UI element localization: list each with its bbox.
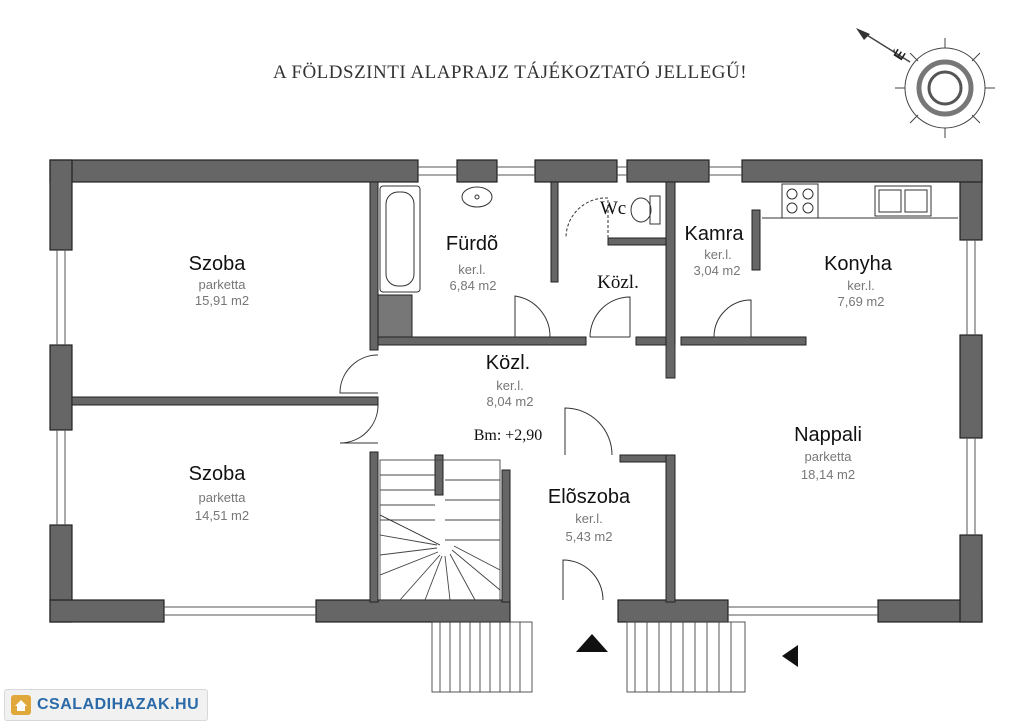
room-floor: parketta xyxy=(199,490,247,505)
room-name: Szoba xyxy=(189,463,247,485)
room-area: 15,91 m2 xyxy=(195,293,249,308)
room-floor: ker.l. xyxy=(496,378,523,393)
section-mark xyxy=(782,645,798,667)
windows xyxy=(56,166,976,616)
plan-title: A FÖLDSZINTI ALAPRAJZ TÁJÉKOZTATÓ JELLEG… xyxy=(272,62,748,83)
kitchen-sink xyxy=(874,185,932,217)
room-area: 7,69 m2 xyxy=(838,294,885,309)
compass-rose xyxy=(856,28,995,138)
room-floor: ker.l. xyxy=(575,511,602,526)
room-floor: ker.l. xyxy=(847,278,874,293)
room-floor: ker.l. xyxy=(704,247,731,262)
room-name: Kamra xyxy=(685,223,745,245)
site-watermark[interactable]: CSALADIHAZAK.HU xyxy=(4,689,209,721)
toilet-fixture xyxy=(630,197,652,223)
room-area: 18,14 m2 xyxy=(801,467,855,482)
staircase xyxy=(379,459,501,601)
room-labels: Szoba parketta 15,91 m2 Fürdõ ker.l. 6,8… xyxy=(189,198,893,544)
room-floor: ker.l. xyxy=(458,262,485,277)
doors xyxy=(339,197,752,601)
room-area: 8,04 m2 xyxy=(487,394,534,409)
room-name: Elõszoba xyxy=(548,486,631,508)
house-icon xyxy=(11,695,31,715)
interior-walls xyxy=(71,181,807,603)
entrance-arrow xyxy=(576,634,608,652)
room-area: 6,84 m2 xyxy=(450,278,497,293)
bathtub xyxy=(379,185,421,293)
exterior-walls xyxy=(49,159,983,623)
room-name: Fürdõ xyxy=(446,233,498,255)
sink xyxy=(461,186,493,208)
room-area: 3,04 m2 xyxy=(694,263,741,278)
room-name: Közl. xyxy=(486,352,530,374)
room-floor: parketta xyxy=(805,449,853,464)
room-name: Konyha xyxy=(824,253,893,275)
level-note: Bm: +2,90 xyxy=(474,427,543,444)
room-area: 14,51 m2 xyxy=(195,508,249,523)
watermark-text: CSALADIHAZAK.HU xyxy=(37,696,200,713)
room-area: 5,43 m2 xyxy=(566,529,613,544)
stove xyxy=(781,183,819,219)
entrance-steps xyxy=(431,621,746,693)
room-name: Közl. xyxy=(597,272,639,293)
room-name: Nappali xyxy=(794,424,862,446)
room-name: Wc xyxy=(600,198,626,219)
room-floor: parketta xyxy=(199,277,247,292)
room-name: Szoba xyxy=(189,253,247,275)
compass-north-label: É xyxy=(890,46,909,62)
fixtures xyxy=(379,183,958,293)
